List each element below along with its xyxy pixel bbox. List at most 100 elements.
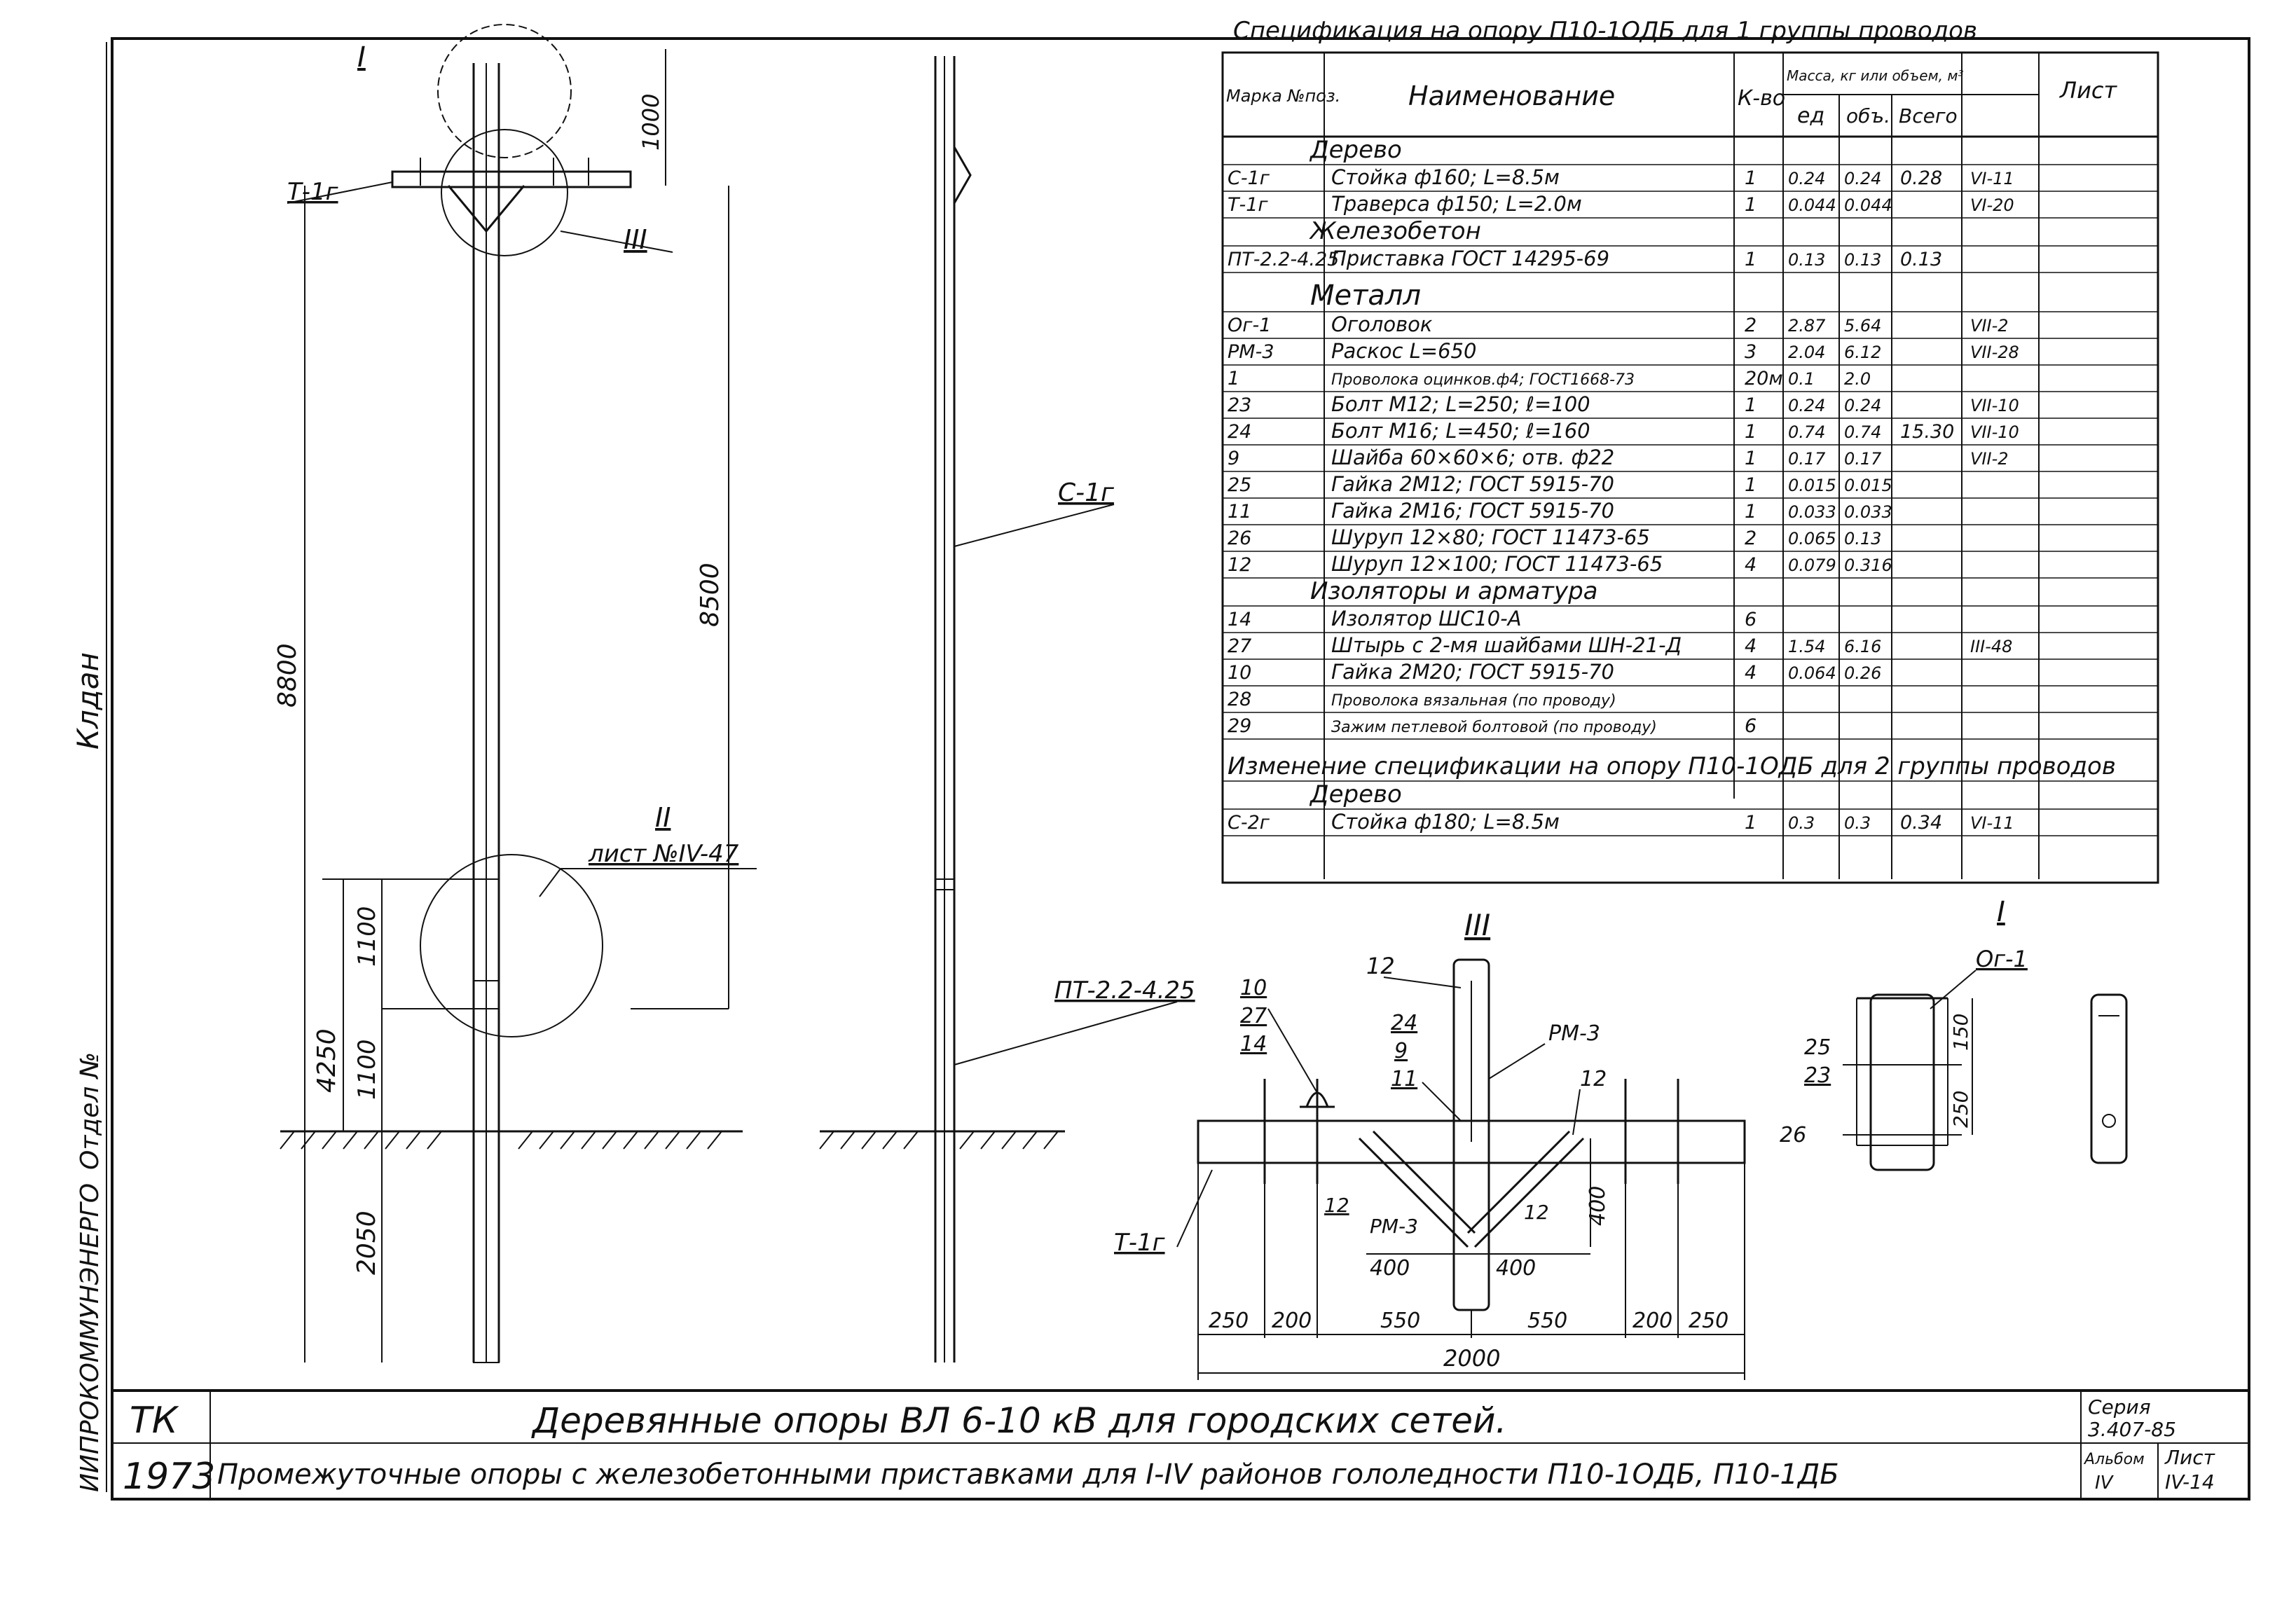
p12-right: 12: [1580, 1067, 1607, 1091]
spec-cell-sum: 6.12: [1844, 343, 1881, 362]
label-T1g-detail: Т-1г: [1114, 1229, 1166, 1257]
p9: 9: [1394, 1039, 1408, 1063]
spec-cell-name: Стойка ф180; L=8.5м: [1331, 810, 1560, 834]
spec-cell-sum: 6.16: [1844, 637, 1881, 656]
spec-cell-mark: 14: [1228, 609, 1251, 630]
spec-cell-sum: 0.316: [1844, 556, 1892, 575]
side-view: С-1г ПТ-2.2-4.25: [819, 56, 1195, 1363]
spec-cell-name: Гайка 2М20; ГОСТ 5915-70: [1331, 660, 1614, 684]
head-mass: Масса, кг или объем, м³: [1787, 67, 1963, 84]
tb-series-label: Серия: [2088, 1395, 2151, 1419]
spec-cell-sum: 0.24: [1844, 396, 1881, 415]
spec-cell-qty: 20м: [1745, 368, 1783, 389]
label-C1g: С-1г: [1058, 478, 1115, 507]
crossarm: [391, 170, 632, 188]
label-I-top: I: [357, 41, 366, 74]
tb-album-label: Альбом: [2083, 1451, 2145, 1468]
spec-cell-qty: 1: [1745, 394, 1757, 416]
spec-cell-qty: 4: [1745, 635, 1757, 657]
spec-cell-name: Шуруп 12×100; ГОСТ 11473-65: [1331, 552, 1663, 576]
spec-change-heading: Изменение спецификации на опору П10-1ОДБ…: [1228, 752, 2116, 780]
spec-cell-unit: 2.04: [1788, 343, 1825, 362]
p12-left: 12: [1324, 1194, 1349, 1217]
spec-cell-qty: 4: [1745, 662, 1757, 684]
detail-I: I Ог-1 25 23 26 150 250: [1780, 896, 2128, 1171]
dim-4250: 4250: [312, 1028, 341, 1093]
dim-2050: 2050: [352, 1210, 381, 1275]
head-qty: К-во: [1738, 86, 1785, 111]
spec-cell-name: Траверса ф150; L=2.0м: [1331, 192, 1582, 216]
dim-1000: 1000: [638, 94, 664, 151]
spec-cell-mark: 9: [1228, 448, 1239, 469]
label-PT: ПТ-2.2-4.25: [1054, 977, 1195, 1005]
detail-II-circle: [420, 854, 603, 1037]
spec-cell-qty: 2: [1745, 315, 1757, 336]
spec-cell-unit: 0.1: [1788, 369, 1815, 389]
title-block: ТК 1973 Деревянные опоры ВЛ 6-10 кВ для …: [112, 1389, 2249, 1499]
spec-section-heading: Металл: [1310, 280, 1421, 312]
spec-cell-qty: 1: [1745, 194, 1757, 216]
tb-tk: ТК: [130, 1400, 179, 1442]
spec-cell-qty: 4: [1745, 554, 1757, 576]
spec-cell-qty: 1: [1745, 249, 1757, 270]
spec-cell-mark: С-1г: [1228, 167, 1270, 189]
dim-400-left: 400: [1370, 1256, 1410, 1281]
p12-mid: 12: [1524, 1201, 1549, 1224]
spec-cell-name: Приставка ГОСТ 14295-69: [1331, 247, 1609, 270]
spec-cell-sum: 2.0: [1844, 369, 1871, 389]
spec-cell-unit: 0.079: [1788, 556, 1836, 575]
detail-I-label: I: [1997, 896, 2005, 928]
p24: 24: [1391, 1011, 1417, 1035]
front-view: I Т-1г III II лист №IV-47: [273, 24, 757, 1363]
spec-cell-unit: 0.033: [1788, 502, 1836, 522]
spec-cell-mark: 12: [1228, 554, 1251, 576]
spec-cell-name: Болт М16; L=450; ℓ=160: [1331, 419, 1590, 443]
spec-cell-sum: 0.3: [1844, 813, 1871, 833]
head-total: Всего: [1899, 104, 1958, 127]
spec-cell-name: Шайба 60×60×6; отв. ф22: [1331, 446, 1614, 469]
spec-cell-mark: Ог-1: [1228, 315, 1271, 336]
label-II: II: [655, 802, 671, 833]
detail-III: III 12 10 27 14 24 9 11 РМ-3: [1114, 908, 1746, 1380]
p23-I: 23: [1804, 1063, 1831, 1088]
spec-cell-name: Стойка ф160; L=8.5м: [1331, 165, 1560, 189]
spec-cell-sheet: VII-28: [1970, 343, 2019, 362]
spec-cell-sum: 0.24: [1844, 169, 1881, 188]
head-unit: ед: [1797, 104, 1824, 128]
sheet-frame: [111, 37, 2250, 1501]
spec-cell-sheet: VII-10: [1970, 422, 2019, 442]
spec-cell-qty: 1: [1745, 474, 1757, 496]
spec-section-heading: Дерево: [1309, 780, 1402, 808]
spec-cell-unit: 0.065: [1788, 529, 1836, 549]
spec-cell-sum: 0.13: [1844, 250, 1881, 270]
spec-cell-name: Раскос L=650: [1331, 339, 1476, 363]
spec-cell-mark: 11: [1228, 501, 1251, 523]
head-sheet: Лист: [2059, 77, 2117, 104]
label-sheet-ref: лист №IV-47: [588, 840, 739, 868]
dim-8500: 8500: [696, 563, 724, 627]
spec-cell-name: Болт М12; L=250; ℓ=100: [1331, 392, 1590, 416]
spec-cell-sum: 0.044: [1844, 195, 1892, 215]
dim-200-right: 200: [1632, 1309, 1672, 1333]
spec-cell-sheet: VI-11: [1970, 169, 2014, 188]
spec-cell-unit: 0.015: [1788, 476, 1836, 495]
spec-cell-name: Проволока оцинков.ф4; ГОСТ1668-73: [1331, 371, 1635, 389]
spec-cell-qty: 1: [1745, 167, 1757, 189]
spec-cell-total: 15.30: [1900, 421, 1954, 443]
spec-cell-mark: ПТ-2.2-4.25: [1228, 249, 1339, 270]
spec-cell-sum: 0.13: [1844, 529, 1881, 549]
spec-cell-qty: 1: [1745, 501, 1757, 523]
head-mark: Марка №поз.: [1226, 86, 1340, 106]
spec-cell-mark: 25: [1228, 474, 1251, 496]
spec-cell-qty: 1: [1745, 448, 1757, 469]
spec-cell-unit: 0.064: [1788, 663, 1836, 683]
spec-cell-qty: 1: [1745, 421, 1757, 443]
spec-cell-total: 0.28: [1900, 167, 1942, 189]
label-Og1: Ог-1: [1976, 946, 2028, 972]
spec-cell-sum: 0.015: [1844, 476, 1892, 495]
spec-cell-sum: 0.033: [1844, 502, 1892, 522]
detail-III-label: III: [1464, 908, 1490, 942]
p26-I: 26: [1780, 1123, 1806, 1147]
tb-title1: Деревянные опоры ВЛ 6-10 кВ для городски…: [531, 1400, 1506, 1441]
spec-cell-unit: 0.74: [1788, 422, 1825, 442]
